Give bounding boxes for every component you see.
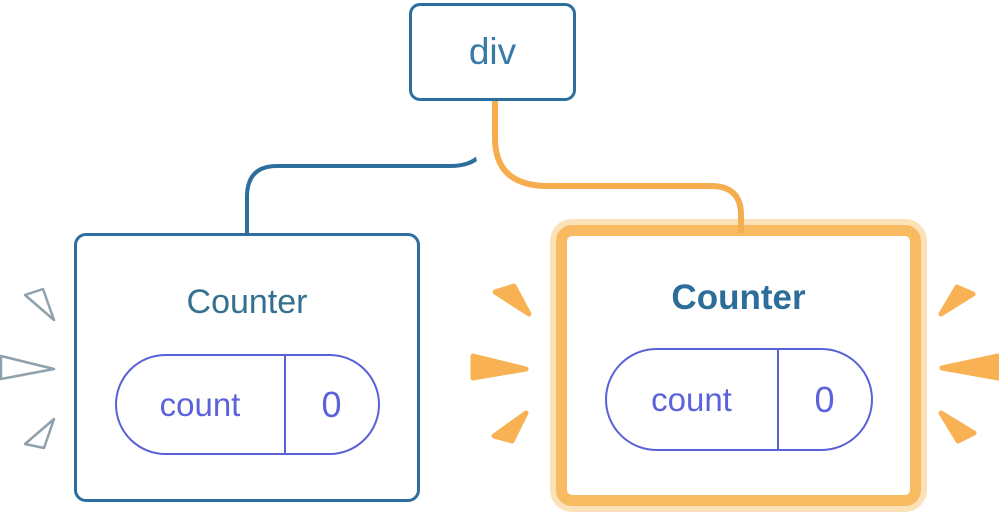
root-node-label: div: [468, 31, 517, 72]
counter-title-left: Counter: [186, 283, 308, 321]
sparkle-burst-right-card-rightside: [938, 284, 976, 317]
edge-div-to-right-counter-casing: [474, 98, 762, 219]
state-value-right: 0: [776, 350, 871, 450]
state-pill-right: count 0: [604, 348, 873, 452]
edge-div-to-left-counter: [245, 98, 491, 236]
sparkle-burst-right-card-rightside: [939, 353, 999, 381]
state-key-right: count: [651, 380, 732, 418]
root-node-div: div: [409, 3, 576, 101]
sparkle-burst-left-card: [0, 354, 56, 381]
sparkle-burst-left-card: [23, 287, 56, 322]
sparkle-burst-right-card-leftside: [491, 410, 529, 444]
counter-card-left: Counter count 0: [74, 233, 420, 502]
edge-div-to-right-counter: [492, 98, 744, 233]
sparkle-burst-right-card-leftside: [492, 283, 532, 317]
sparkle-burst-left-card: [23, 417, 56, 450]
state-value-left: 0: [283, 356, 378, 454]
counter-card-right: Counter count 0: [556, 225, 921, 506]
sparkle-burst-right-card-rightside: [938, 410, 977, 444]
counter-title-right: Counter: [671, 278, 806, 317]
counter-card-right-highlight-ring: Counter count 0: [550, 219, 927, 512]
sparkle-burst-right-card-leftside: [470, 353, 529, 381]
state-key-left: count: [159, 385, 241, 423]
state-pill-left: count 0: [114, 354, 380, 456]
